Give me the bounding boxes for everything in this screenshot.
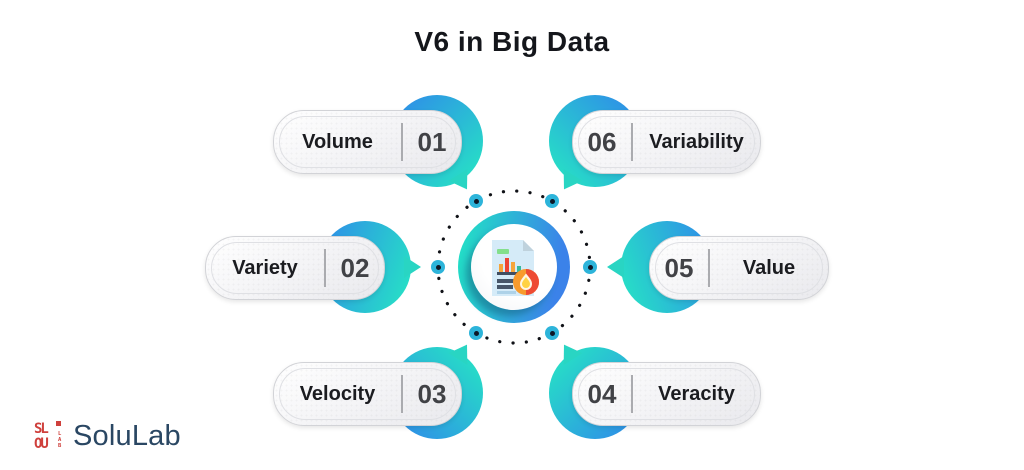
bubble-tail bbox=[607, 256, 624, 278]
node-label: Variety bbox=[232, 256, 298, 279]
solulab-logo: SL OU L A B SoluLab bbox=[34, 419, 181, 453]
svg-text:SL: SL bbox=[34, 421, 48, 437]
node-value: 05 Value bbox=[649, 236, 829, 300]
accent-dot bbox=[469, 194, 483, 208]
node-number: 04 bbox=[587, 378, 617, 409]
node-number: 06 bbox=[587, 126, 617, 157]
pill-divider bbox=[631, 375, 633, 413]
node-label: Veracity bbox=[658, 382, 735, 405]
accent-dot bbox=[545, 326, 559, 340]
node-variability: 06 Variability bbox=[572, 110, 761, 174]
page-title: V6 in Big Data bbox=[414, 26, 610, 57]
accent-dot bbox=[431, 260, 445, 274]
svg-text:OU: OU bbox=[34, 436, 48, 452]
pill-divider bbox=[401, 375, 403, 413]
node-label: Value bbox=[742, 256, 796, 279]
node-label: Volume bbox=[302, 130, 373, 153]
document-chart-flame-icon bbox=[492, 240, 539, 296]
node-number: 02 bbox=[340, 252, 370, 283]
accent-dot bbox=[545, 194, 559, 208]
node-label: Variability bbox=[649, 130, 744, 153]
bubble-tail bbox=[404, 256, 421, 278]
pill-divider bbox=[708, 249, 710, 287]
pill-divider bbox=[631, 123, 633, 161]
node-veracity: 04 Veracity bbox=[572, 362, 761, 426]
accent-dot bbox=[469, 326, 483, 340]
node-velocity: Velocity 03 bbox=[273, 362, 462, 426]
node-volume: Volume 01 bbox=[273, 110, 462, 174]
svg-text:A: A bbox=[58, 437, 62, 443]
node-number: 03 bbox=[417, 378, 447, 409]
node-number: 01 bbox=[417, 126, 447, 157]
node-number: 05 bbox=[664, 252, 694, 283]
pill-divider bbox=[324, 249, 326, 287]
pill-divider bbox=[401, 123, 403, 161]
svg-text:L: L bbox=[58, 431, 62, 437]
node-variety: Variety 02 bbox=[205, 236, 385, 300]
svg-text:B: B bbox=[58, 443, 62, 449]
node-label: Velocity bbox=[299, 382, 376, 405]
accent-dot bbox=[583, 260, 597, 274]
solulab-logo-mark-icon: SL OU L A B bbox=[34, 421, 62, 452]
brand-name: SoluLab bbox=[73, 419, 181, 452]
